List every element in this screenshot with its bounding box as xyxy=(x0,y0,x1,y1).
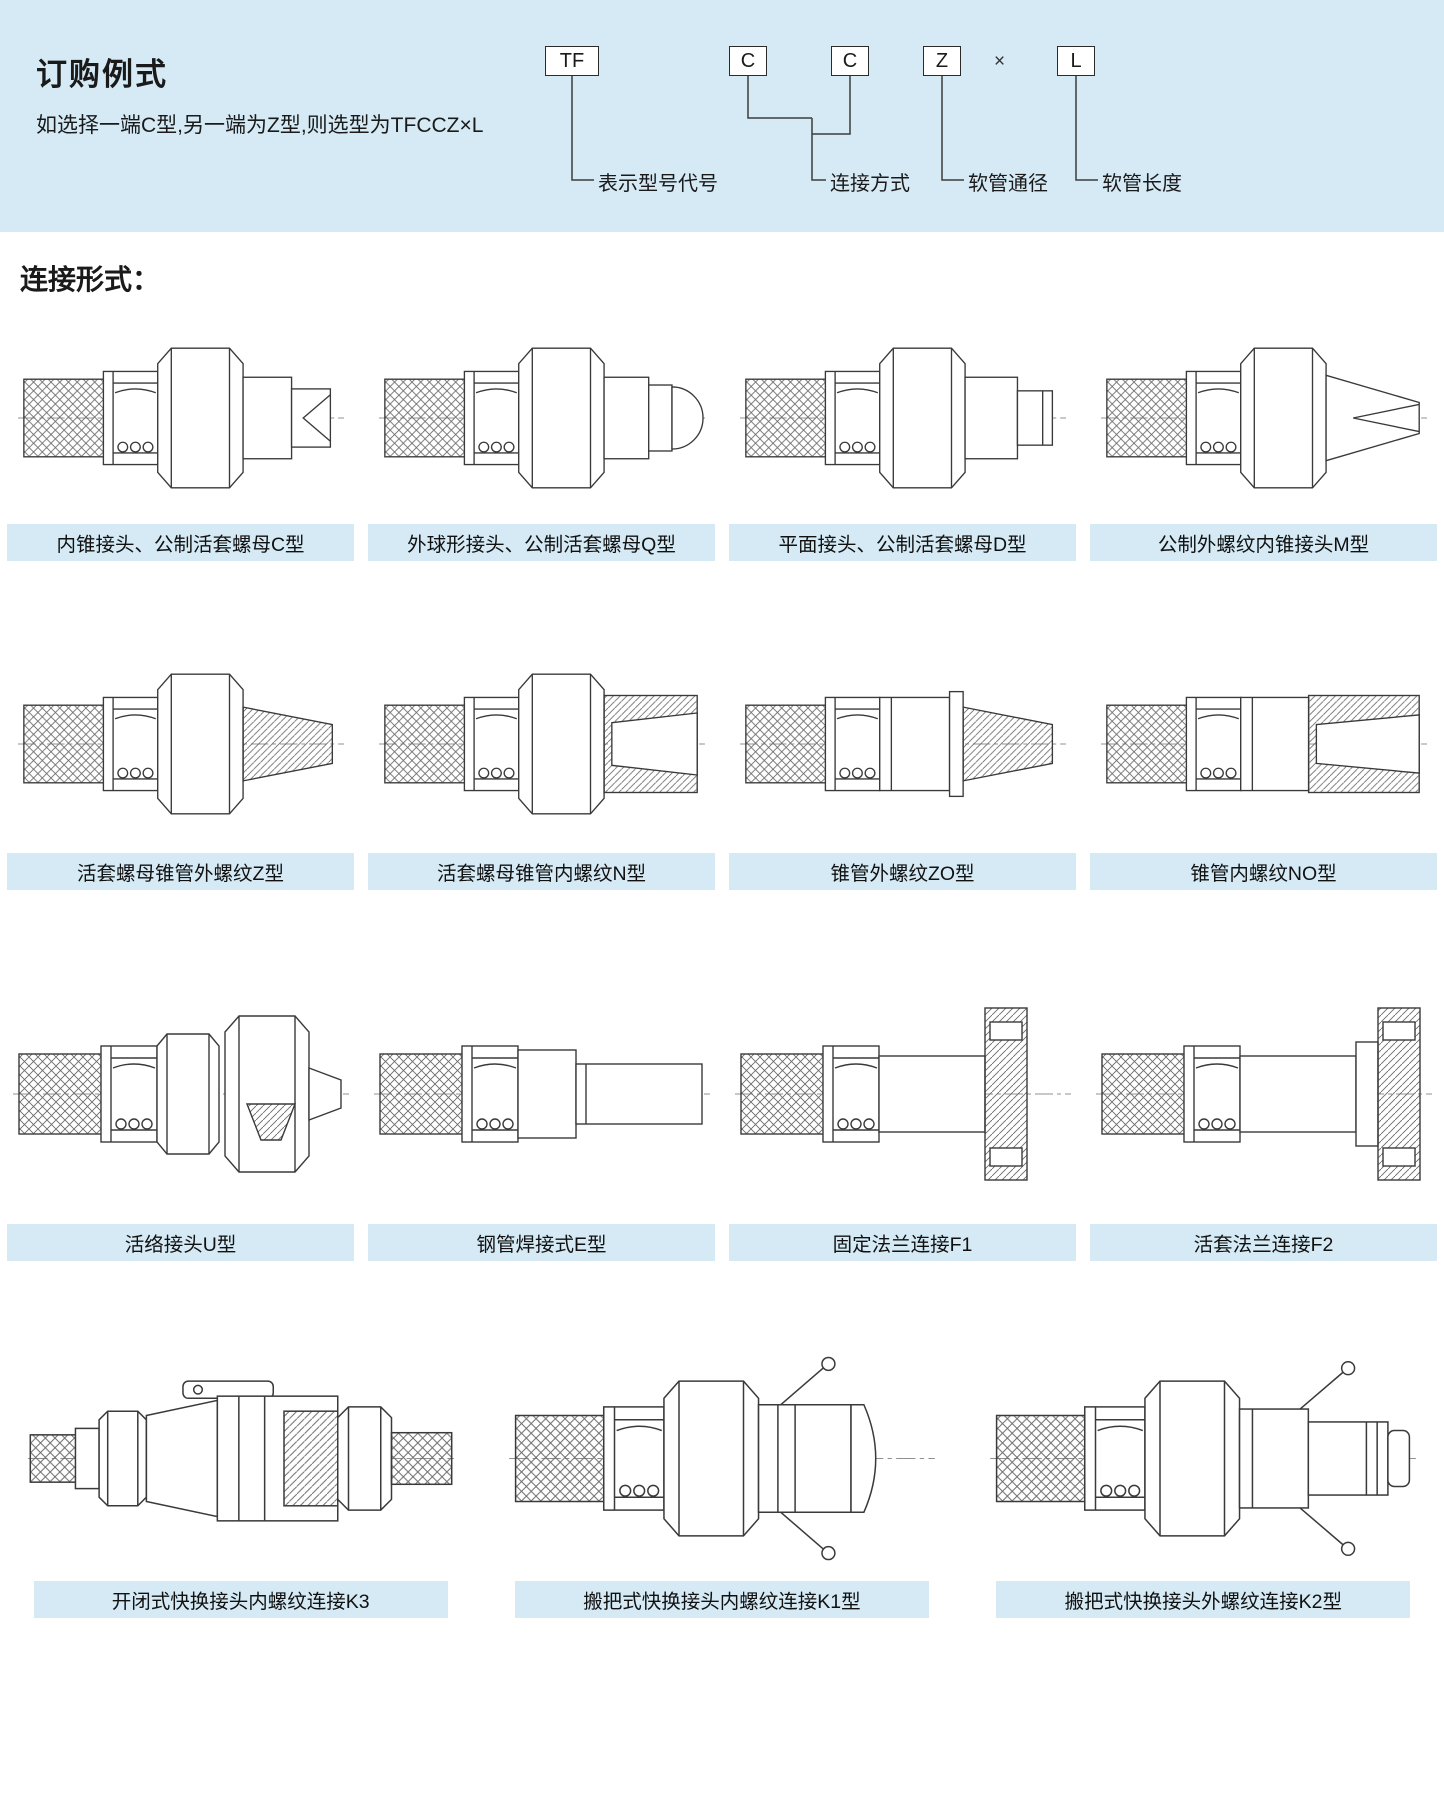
fitting-cell-no: 锥管内螺纹NO型 xyxy=(1083,635,1444,890)
fitting-figure-u xyxy=(11,964,351,1224)
fitting-label: 搬把式快换接头外螺纹连接K2型 xyxy=(996,1581,1411,1618)
fitting-row-4: 开闭式快换接头内螺纹连接K3 xyxy=(0,1335,1444,1618)
section-title-connection-forms: 连接形式： xyxy=(20,264,161,295)
code-box-c1: C xyxy=(729,46,767,76)
drawing-n-type xyxy=(378,673,705,815)
fitting-cell-n: 活套螺母锥管内螺纹N型 xyxy=(361,635,722,890)
fitting-label: 活套螺母锥管内螺纹N型 xyxy=(368,853,715,890)
fitting-figure-c xyxy=(16,312,346,524)
fitting-cell-zo: 锥管外螺纹ZO型 xyxy=(722,635,1083,890)
fitting-label: 内锥接头、公制活套螺母C型 xyxy=(7,524,354,561)
legend-model-code: 表示型号代号 xyxy=(598,173,718,195)
drawing-k2-type xyxy=(990,1360,1417,1556)
fitting-figure-zo xyxy=(738,635,1068,853)
drawing-c-type xyxy=(17,347,344,489)
fitting-row-3: 活络接头U型 钢管焊接式E型 xyxy=(0,964,1444,1261)
drawing-f1-type xyxy=(734,1007,1071,1181)
fitting-label: 搬把式快换接头内螺纹连接K1型 xyxy=(515,1581,929,1618)
fitting-cell-m: 公制外螺纹内锥接头M型 xyxy=(1083,312,1444,561)
legend-hose-bore: 软管通径 xyxy=(968,173,1048,195)
fitting-cell-f1: 固定法兰连接F1 xyxy=(722,964,1083,1261)
order-subtitle: 如选择一端C型,另一端为Z型,则选型为TFCCZ×L xyxy=(36,114,484,137)
fitting-label: 固定法兰连接F1 xyxy=(729,1224,1076,1261)
code-box-c2: C xyxy=(831,46,869,76)
code-box-tf: TF xyxy=(545,46,599,76)
fitting-figure-f1 xyxy=(733,964,1073,1224)
drawing-no-type xyxy=(1100,694,1427,794)
fitting-row-1: 内锥接头、公制活套螺母C型 外球形接头、公制活套螺母Q型 xyxy=(0,312,1444,561)
fitting-figure-k3 xyxy=(26,1335,456,1581)
fitting-cell-q: 外球形接头、公制活套螺母Q型 xyxy=(361,312,722,561)
fitting-label: 活套螺母锥管外螺纹Z型 xyxy=(7,853,354,890)
fitting-label: 活络接头U型 xyxy=(7,1224,354,1261)
drawing-e-type xyxy=(373,1045,710,1143)
fitting-figure-m xyxy=(1099,312,1429,524)
multiply-sign: × xyxy=(994,51,1006,72)
fitting-label: 平面接头、公制活套螺母D型 xyxy=(729,524,1076,561)
fitting-label: 公制外螺纹内锥接头M型 xyxy=(1090,524,1437,561)
drawing-z-type xyxy=(17,673,344,815)
fitting-cell-k1: 搬把式快换接头内螺纹连接K1型 xyxy=(481,1335,962,1618)
drawing-k3-type xyxy=(27,1379,454,1522)
legend-hose-length: 软管长度 xyxy=(1102,173,1182,195)
legend-connection: 连接方式 xyxy=(830,173,910,195)
drawing-d-type xyxy=(739,347,1066,489)
order-example-panel: 订购例式 如选择一端C型,另一端为Z型,则选型为TFCCZ×L TF C C Z… xyxy=(0,0,1444,232)
fitting-cell-e: 钢管焊接式E型 xyxy=(361,964,722,1261)
drawing-k1-type xyxy=(509,1356,935,1560)
fitting-cell-u: 活络接头U型 xyxy=(0,964,361,1261)
code-box-z: Z xyxy=(923,46,961,76)
fitting-figure-d xyxy=(738,312,1068,524)
drawing-u-type xyxy=(12,1015,349,1173)
drawing-q-type xyxy=(378,347,705,489)
fitting-figure-e xyxy=(372,964,712,1224)
fitting-figure-q xyxy=(377,312,707,524)
fitting-figure-f2 xyxy=(1094,964,1434,1224)
fitting-figure-k1 xyxy=(507,1335,937,1581)
fitting-cell-k3: 开闭式快换接头内螺纹连接K3 xyxy=(0,1335,481,1618)
fitting-label: 活套法兰连接F2 xyxy=(1090,1224,1437,1261)
fitting-cell-c: 内锥接头、公制活套螺母C型 xyxy=(0,312,361,561)
fitting-label: 锥管外螺纹ZO型 xyxy=(729,853,1076,890)
page-title: 订购例式 xyxy=(36,56,168,92)
fitting-figure-z xyxy=(16,635,346,853)
code-box-l: L xyxy=(1057,46,1095,76)
fitting-label: 钢管焊接式E型 xyxy=(368,1224,715,1261)
fitting-cell-k2: 搬把式快换接头外螺纹连接K2型 xyxy=(963,1335,1444,1618)
fitting-figure-no xyxy=(1099,635,1429,853)
model-code-connector-lines xyxy=(571,76,1098,181)
fitting-label: 外球形接头、公制活套螺母Q型 xyxy=(368,524,715,561)
fitting-figure-n xyxy=(377,635,707,853)
fitting-figure-k2 xyxy=(988,1335,1418,1581)
fitting-cell-f2: 活套法兰连接F2 xyxy=(1083,964,1444,1261)
fitting-cell-z: 活套螺母锥管外螺纹Z型 xyxy=(0,635,361,890)
fitting-row-2: 活套螺母锥管外螺纹Z型 活套螺母锥管内螺纹N型 xyxy=(0,635,1444,890)
fitting-label: 开闭式快换接头内螺纹连接K3 xyxy=(33,1581,448,1618)
drawing-zo-type xyxy=(739,690,1066,798)
fitting-label: 锥管内螺纹NO型 xyxy=(1090,853,1437,890)
drawing-f2-type xyxy=(1095,1007,1432,1181)
fitting-cell-d: 平面接头、公制活套螺母D型 xyxy=(722,312,1083,561)
drawing-m-type xyxy=(1100,347,1427,489)
